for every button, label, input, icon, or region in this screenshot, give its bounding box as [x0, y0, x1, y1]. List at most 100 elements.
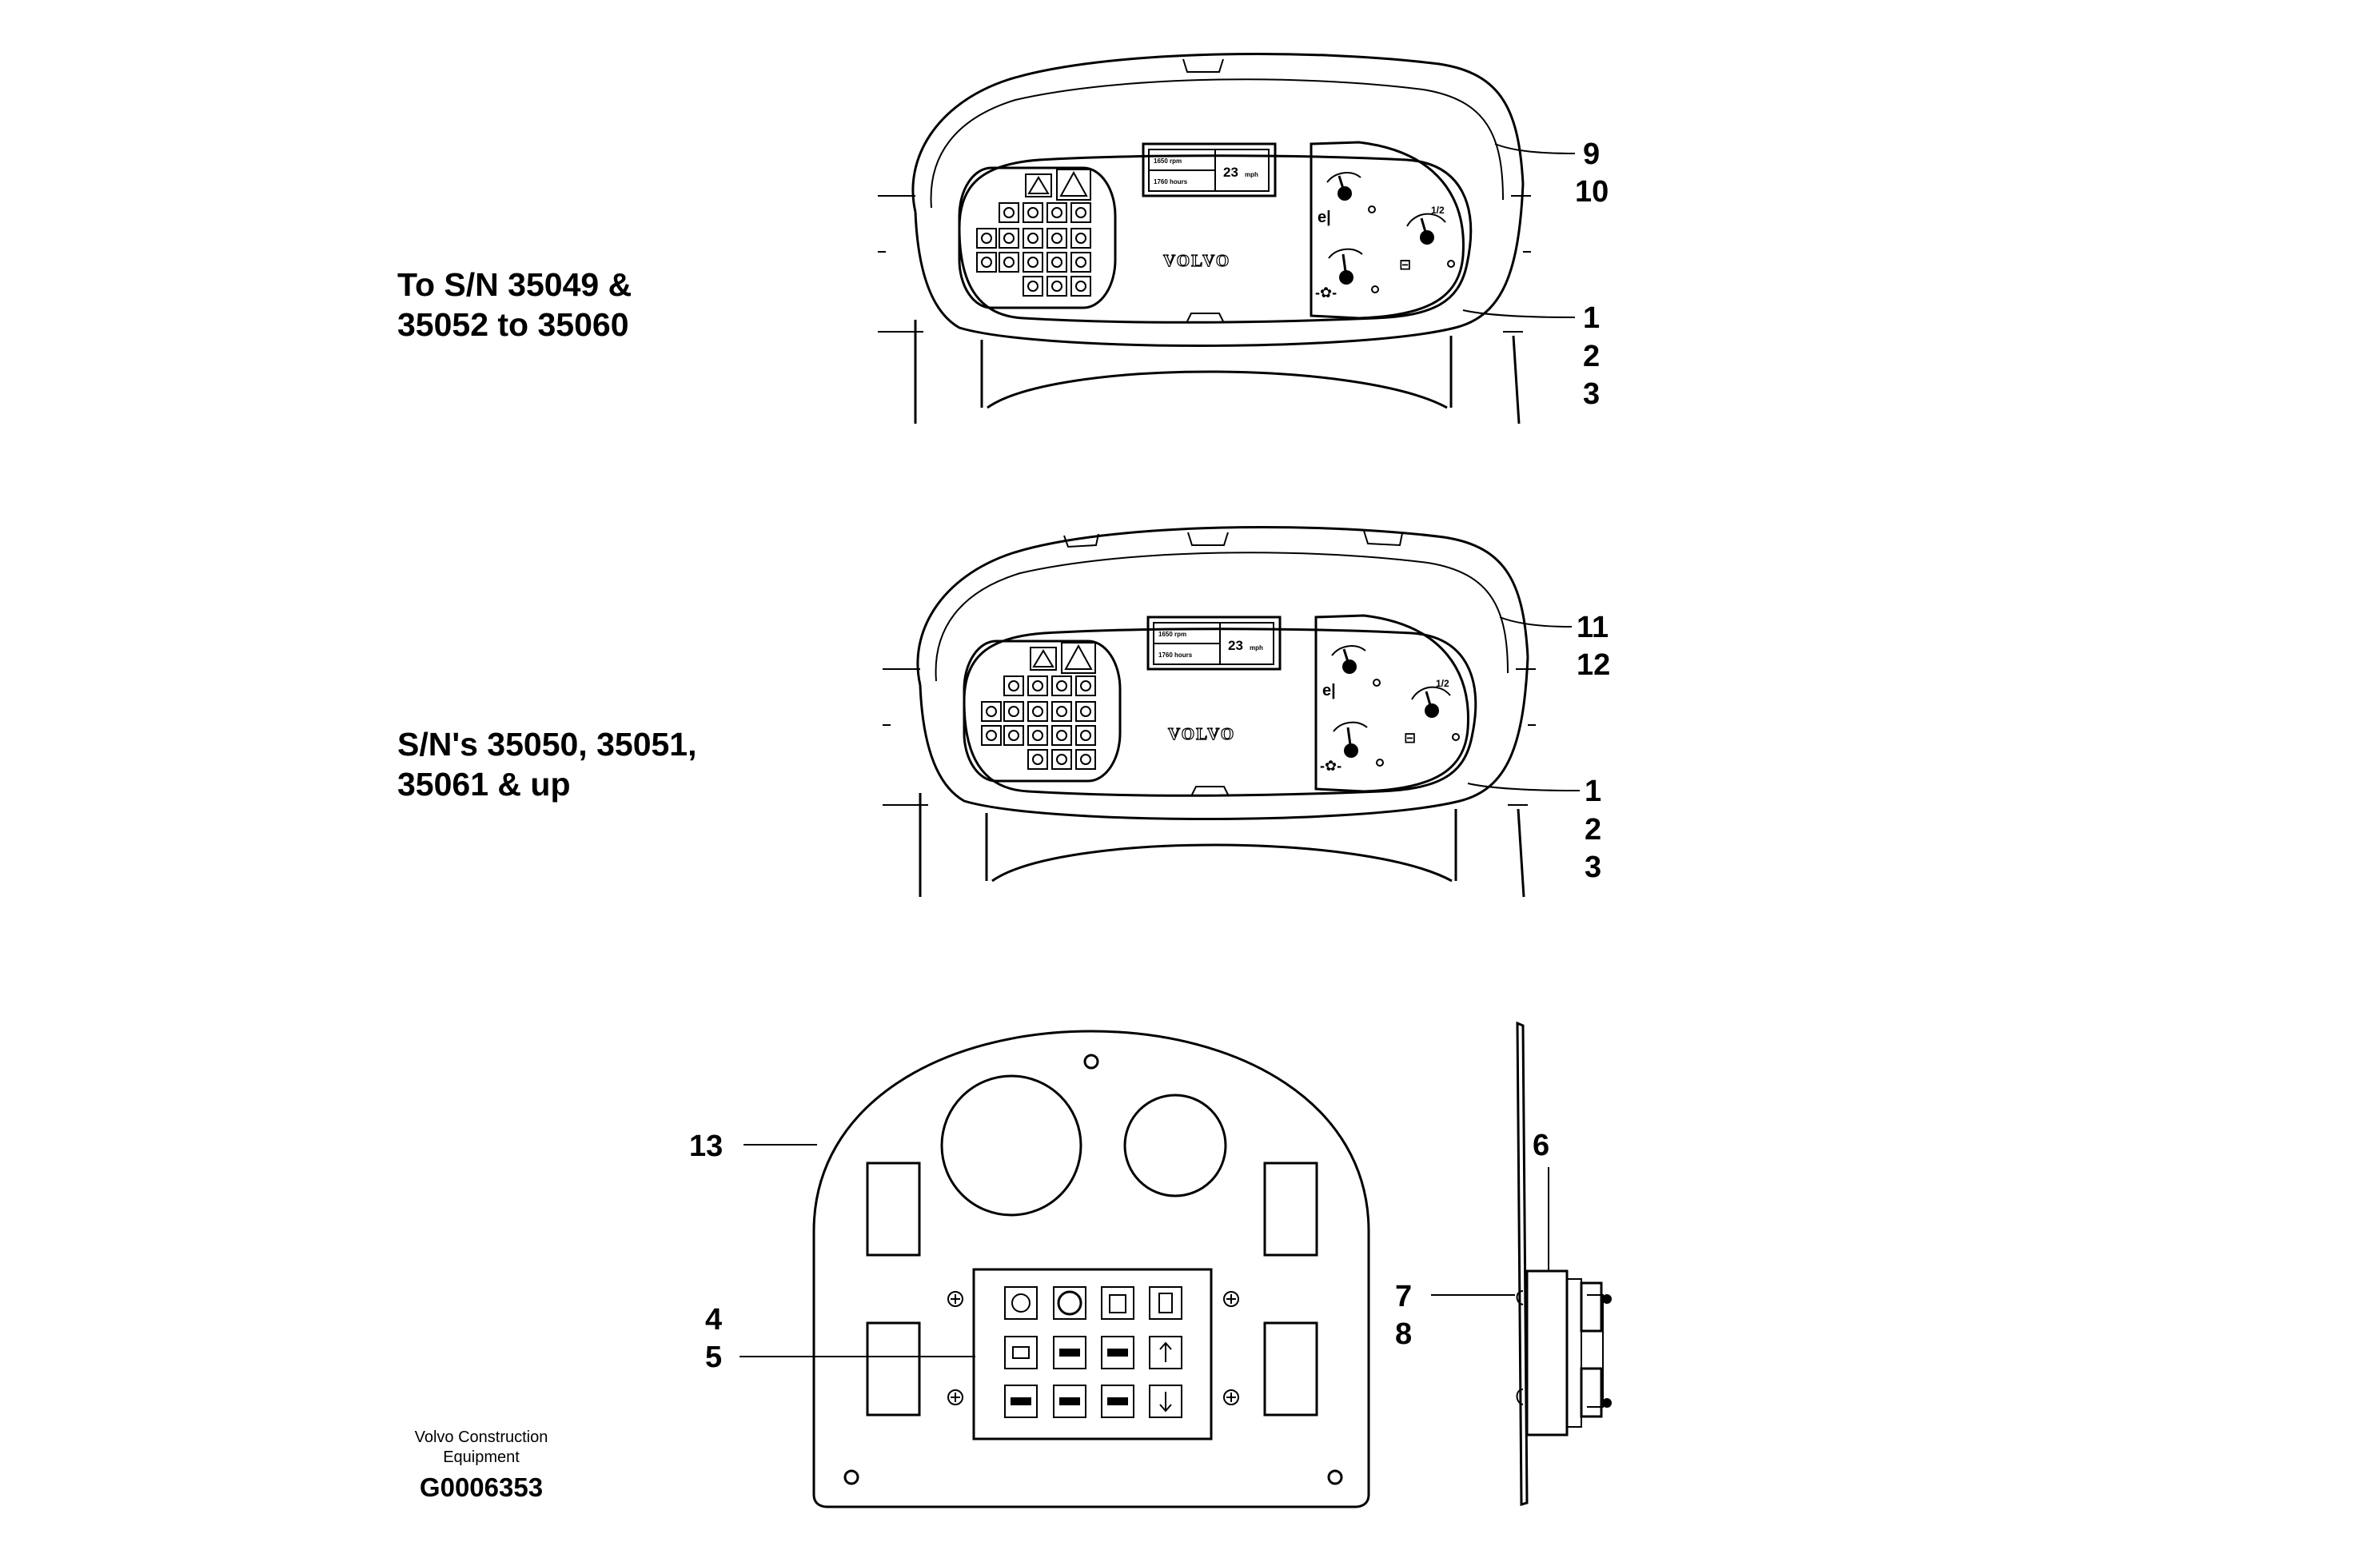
- caption-middle-line2: 35061 & up: [397, 766, 571, 803]
- warning-light-cell: [1070, 252, 1091, 273]
- warning-light-cell: [1051, 725, 1072, 746]
- warning-light-cell: [1003, 725, 1024, 746]
- warning-light-cell: [1051, 701, 1072, 722]
- warning-panel-outline: [963, 640, 1122, 783]
- lcd-frame: [1142, 142, 1277, 197]
- switch-cutout-bottom-left: [866, 1321, 921, 1417]
- keypad-screws: [947, 1291, 1239, 1405]
- keypad-key: [1101, 1385, 1134, 1418]
- warning-light-cell: [981, 725, 1002, 746]
- keypad-key: [1004, 1336, 1038, 1369]
- warning-light-cell: [1023, 276, 1043, 297]
- caption-top-line2: 35052 to 35060: [397, 306, 629, 343]
- cluster-shroud-notch: [1187, 532, 1229, 546]
- brand-logo-text: VOLVO: [1163, 251, 1230, 270]
- side-screw-head: [1516, 1290, 1524, 1305]
- callout-5: 5: [705, 1341, 722, 1374]
- side-keypad-body: [1525, 1269, 1569, 1436]
- callout-10: 10: [1575, 175, 1609, 209]
- gauge-panel-outline: [1314, 614, 1469, 793]
- callout-8: 8: [1395, 1317, 1412, 1351]
- keypad-key: [1053, 1385, 1086, 1418]
- gauge-fuel-level: 1/2 ⊟: [1404, 678, 1460, 746]
- warning-panel-outline: [958, 166, 1117, 309]
- warning-light-cell: [999, 228, 1019, 249]
- callout-3: 3: [1585, 851, 1601, 884]
- panel-mount-hole-bottom-right: [1327, 1469, 1343, 1485]
- switch-cutout-top-left: [866, 1162, 921, 1257]
- switch-cutout-top-right: [1263, 1162, 1318, 1257]
- gauge-panel-outline: [1310, 141, 1465, 320]
- lcd-speed-unit: mph: [1250, 644, 1263, 651]
- warning-light-grid: [981, 642, 1096, 770]
- keypad-keys: [1004, 1286, 1182, 1418]
- side-connector-lower: [1580, 1367, 1603, 1418]
- warning-light-cell: [1003, 701, 1024, 722]
- warning-light-cell: [999, 252, 1019, 273]
- cluster-shroud-inner: [930, 78, 1504, 209]
- footer-company-line1: Volvo Construction: [415, 1429, 548, 1446]
- callout-2: 2: [1583, 340, 1600, 373]
- lcd-rpm-text: 1650 rpm: [1154, 157, 1182, 165]
- callout-4: 4: [705, 1303, 722, 1337]
- warning-light-cell: [1046, 202, 1067, 223]
- warning-light-cell: [1027, 725, 1048, 746]
- warning-light-cell: [1023, 252, 1043, 273]
- lcd-display: 1650 rpm 1760 hours 23 mph: [1146, 616, 1282, 671]
- callout-leader-11: [1499, 616, 1573, 628]
- warning-light-cell: [1051, 675, 1072, 696]
- coolant-temp-icon: -✿-: [1320, 758, 1341, 774]
- caption-middle-line1: S/N's 35050, 35051,: [397, 726, 697, 763]
- cluster-faceplate: [963, 628, 1477, 797]
- cluster-shroud-notch: [1063, 533, 1099, 548]
- warning-light-cell: [1070, 276, 1091, 297]
- caption-top-line1: To S/N 35049 &: [397, 266, 632, 303]
- warning-light-cell: [1075, 675, 1096, 696]
- gauge-fuel: e|: [1322, 645, 1381, 699]
- instrument-cluster-middle: 1650 rpm 1760 hours 23 mph VOLVO e| -✿- …: [883, 525, 1610, 898]
- lcd-speed-text: 23: [1228, 638, 1243, 653]
- cluster-faceplate: [958, 154, 1473, 324]
- warning-triangle-icon: [1025, 173, 1052, 197]
- lcd-speed-text: 23: [1223, 165, 1238, 180]
- keypad-key: [1053, 1336, 1086, 1369]
- callout-leader-1: [1467, 783, 1581, 791]
- warning-light-cell: [1027, 701, 1048, 722]
- panel-mount-hole-top: [1083, 1054, 1099, 1070]
- side-plate: [1516, 1021, 1529, 1506]
- warning-triangle-icon: [1061, 642, 1096, 674]
- warning-light-cell: [1027, 749, 1048, 770]
- steering-wheel-arc: [987, 370, 1448, 409]
- warning-light-cell: [981, 701, 1002, 722]
- switch-panel-assembly: 13 4 5 6 7 8: [689, 1021, 1612, 1508]
- side-screw-head: [1516, 1389, 1524, 1405]
- footer-company-line2: Equipment: [443, 1448, 520, 1466]
- warning-light-cell: [1051, 749, 1072, 770]
- warning-light-cell: [1023, 228, 1043, 249]
- lcd-rpm-text: 1650 rpm: [1158, 631, 1186, 638]
- keypad-key: [1004, 1286, 1038, 1320]
- gauge-fuel-level: 1/2 ⊟: [1399, 205, 1455, 273]
- cluster-body-lower: [914, 183, 1525, 347]
- warning-light-cell: [1046, 252, 1067, 273]
- keypad-key: [1149, 1385, 1182, 1418]
- switch-cutout-bottom-right: [1263, 1321, 1318, 1417]
- cluster-faceplate-notch: [1186, 313, 1224, 322]
- panel-plate: [812, 1030, 1370, 1508]
- gauge-temp: -✿-: [1315, 248, 1379, 301]
- gauge-temp: -✿-: [1320, 721, 1384, 774]
- side-keypad-back: [1566, 1278, 1582, 1428]
- warning-light-cell: [999, 202, 1019, 223]
- keypad-key: [1053, 1286, 1086, 1320]
- cluster-shroud-outer: [911, 52, 1525, 213]
- lcd-display: 1650 rpm 1760 hours 23 mph: [1142, 142, 1277, 197]
- keypad-key: [1101, 1336, 1134, 1369]
- cluster-shroud-inner: [935, 552, 1509, 682]
- warning-light-cell: [1046, 276, 1067, 297]
- lcd-frame: [1146, 616, 1282, 671]
- warning-triangle-icon: [1030, 647, 1057, 671]
- keypad-key: [1101, 1286, 1134, 1320]
- cluster-faceplate-notch: [1191, 786, 1229, 795]
